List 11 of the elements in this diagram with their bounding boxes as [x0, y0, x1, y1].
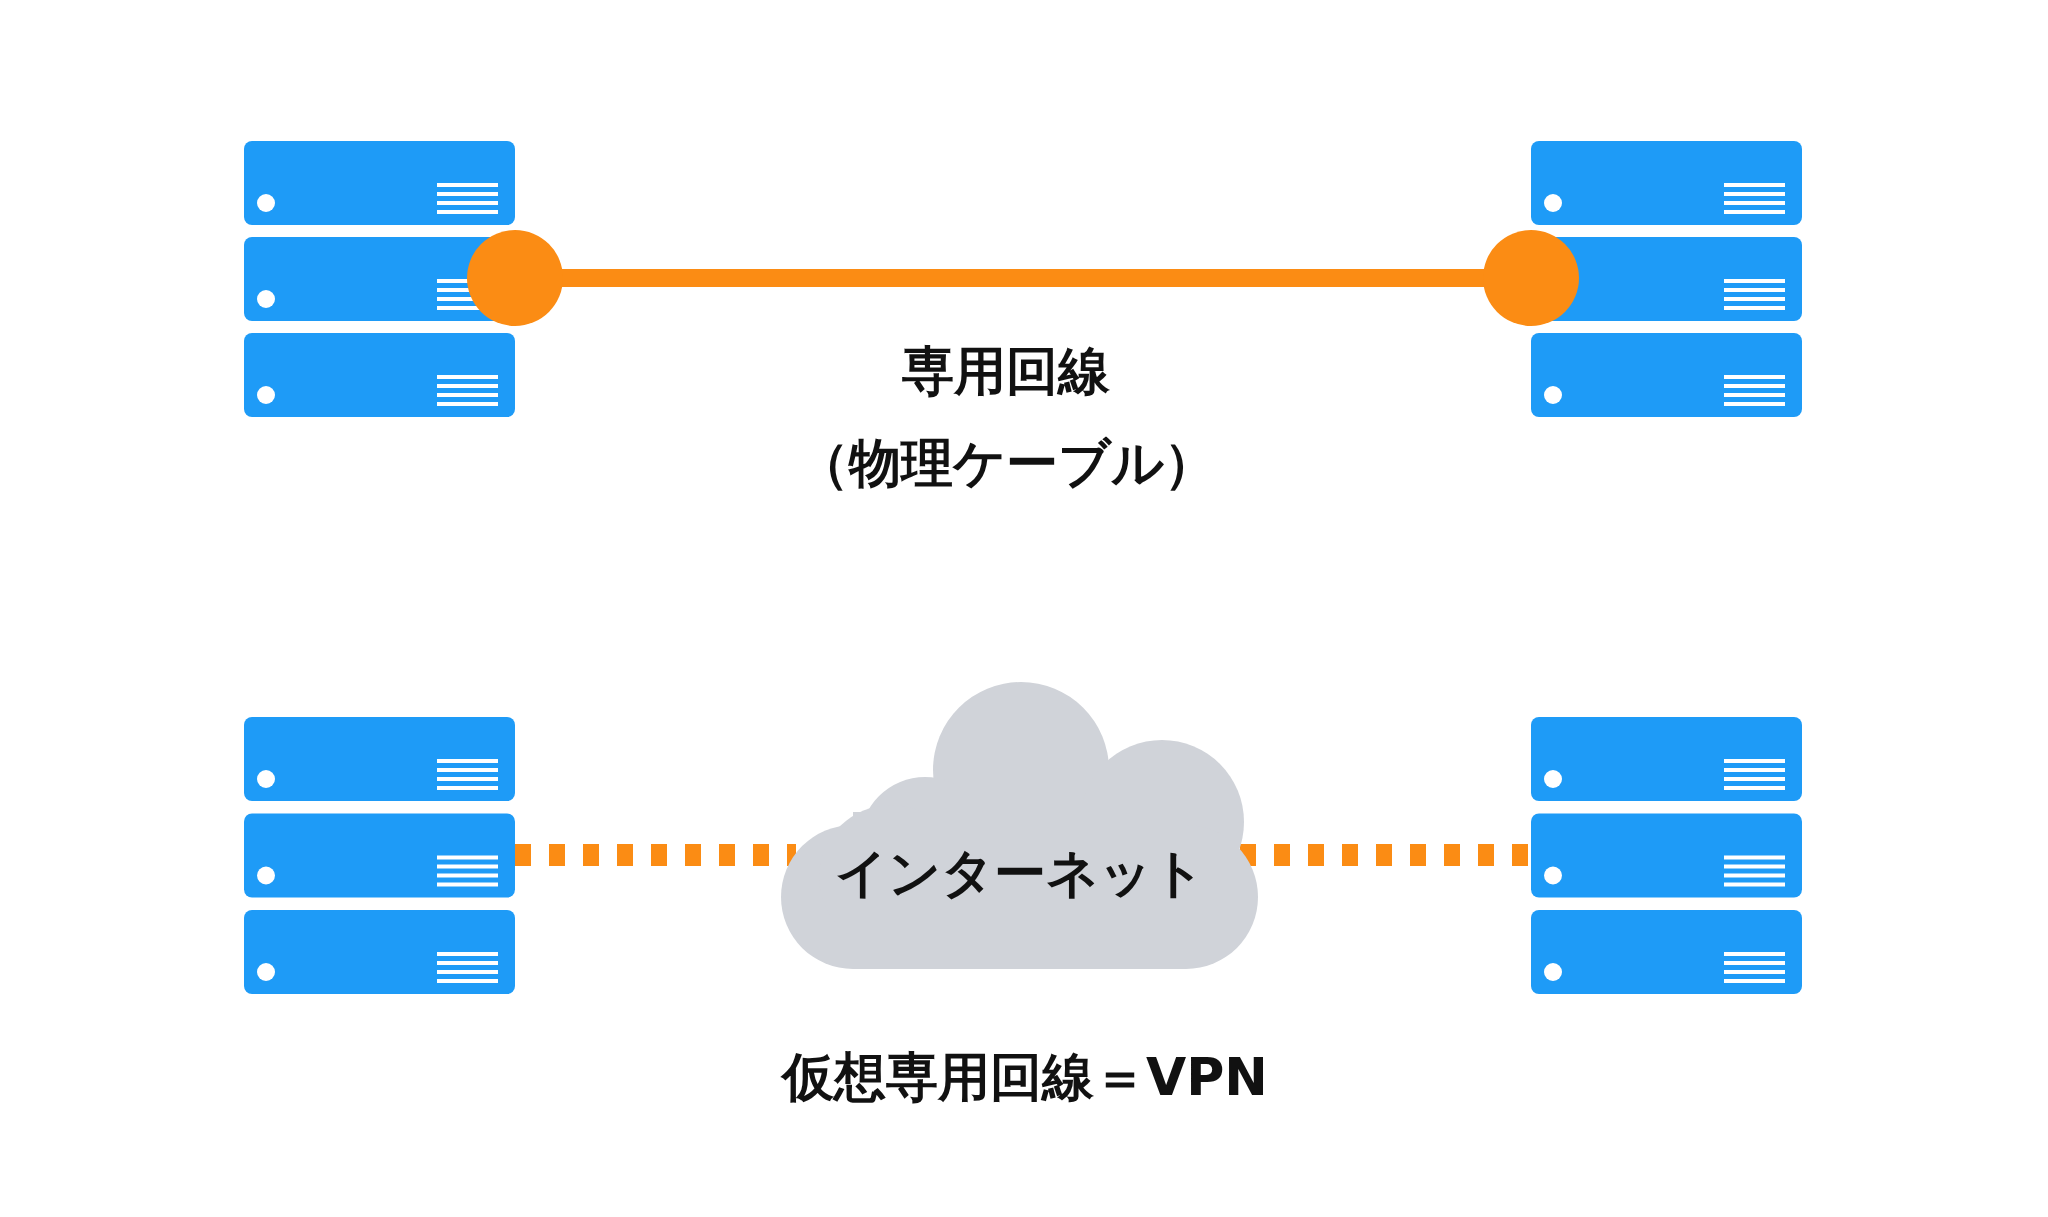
dashed-connection-line — [1240, 844, 1531, 866]
server-rack-icon — [1531, 141, 1802, 417]
caption-text: 仮想専用回線＝VPN — [782, 1046, 1268, 1109]
server-rack-icon — [244, 717, 515, 994]
dashed-connection-line — [515, 844, 796, 866]
caption-text: （物理ケーブル） — [796, 432, 1216, 495]
server-rack-icon — [244, 141, 515, 417]
cloud-label: インターネット — [833, 842, 1206, 905]
cable-line — [467, 230, 1579, 326]
caption-text: 専用回線 — [902, 340, 1110, 403]
server-rack-icon — [1531, 717, 1802, 994]
